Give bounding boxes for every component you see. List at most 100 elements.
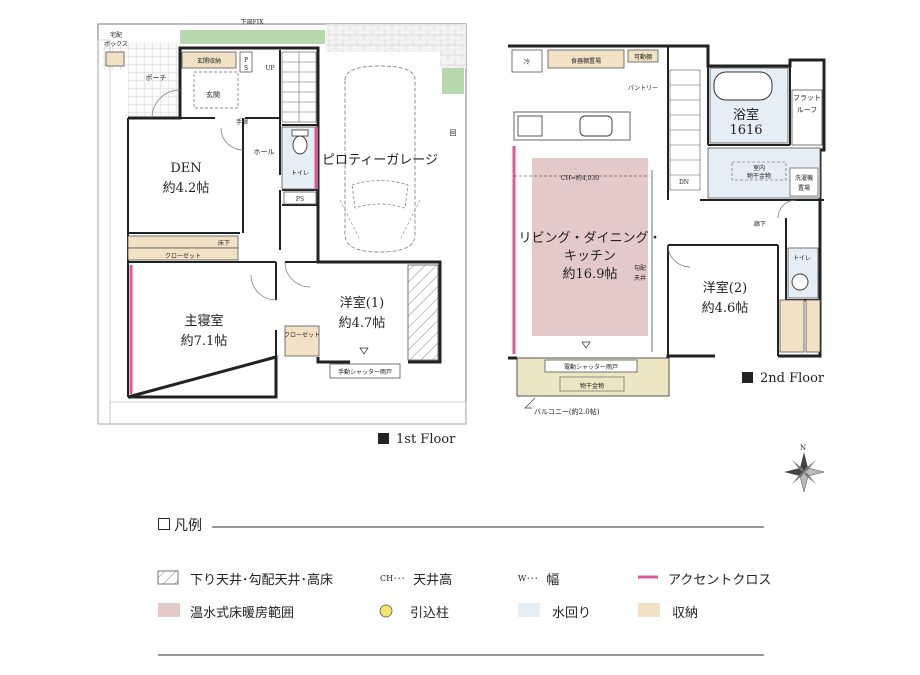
car-outline (344, 65, 416, 253)
floor1-label-marker (378, 433, 389, 444)
floor2-label: 2nd Floor (760, 371, 825, 386)
text-handrail-1f: 手摺 (236, 118, 248, 126)
legend-item-heating: 温水式床暖房範囲 (190, 606, 295, 621)
closet-western2 (779, 299, 805, 353)
legend-item-accent: アクセントクロス (668, 573, 772, 588)
legend-item-storage: 収納 (672, 606, 699, 621)
text-porch: ポーチ (146, 74, 167, 82)
bathtub (713, 71, 773, 101)
door-arc-western1 (284, 261, 311, 288)
legend-title: 凡例 (158, 515, 202, 535)
text-entry: 玄関 (206, 90, 220, 99)
sink (579, 115, 613, 137)
door-arc-2f-b (667, 244, 691, 268)
toilet-bowl-1f (292, 135, 308, 155)
delivery-box (105, 51, 125, 67)
door-arc-den (220, 127, 244, 151)
text-corridor: 廊下 (754, 220, 766, 228)
text-ps2: PS (296, 196, 304, 203)
raised-floor-hatch (407, 264, 439, 361)
washer-space (789, 167, 819, 197)
floor2-walls (667, 46, 824, 356)
window-marker-1f (359, 347, 369, 355)
site-edge-left (97, 39, 111, 425)
text-bath-name: 浴室 (733, 107, 759, 123)
legend-water-swatch (518, 603, 540, 617)
floor-heating-area (532, 158, 648, 336)
movable-shelf-pantry (627, 49, 659, 63)
text-drying: 物干金物 (580, 382, 604, 390)
stairs-2f (669, 69, 701, 191)
text-garage: ピロティーガレージ (322, 153, 438, 168)
legend-item-width: W･･･幅 (518, 573, 560, 588)
text-shutter2: 電動シャッター雨戸 (564, 363, 618, 371)
door-arc-entry (151, 89, 181, 119)
legend-item-hatch: 下り天井･勾配天井･高床 (190, 573, 334, 588)
fridge-space (511, 49, 543, 73)
compass-icon: N (784, 444, 825, 493)
text-western1-size: 約4.7帖 (339, 316, 386, 331)
closet-master (127, 247, 239, 261)
text-slope-2: 天井 (634, 274, 646, 282)
legend-item-water: 水回り (552, 606, 592, 621)
text-den-size: 約4.2帖 (163, 181, 210, 196)
text-ch: CH=約4,030 (561, 174, 599, 182)
drying-bar-2f (559, 376, 625, 392)
text-box-2: ボックス (104, 40, 128, 48)
text-entry-storage: 玄関収納 (197, 57, 221, 65)
text-indoor-drying: 室内 (753, 164, 765, 172)
text-closet-western1: クローゼット (284, 331, 320, 339)
greenery-right (442, 60, 464, 94)
pantry-shelf (547, 49, 625, 69)
floor1-label: 1st Floor (396, 432, 456, 447)
text-post: 回 (450, 129, 457, 137)
legend-item-post: 引込柱 (410, 606, 450, 621)
text-master-name: 主寝室 (184, 313, 223, 329)
legend-storage-swatch (638, 603, 660, 617)
floor1-plan: 下部FIX ポーチ 玄関収納 玄関 UP ホール トイレ PS 手摺 DEN 約… (97, 18, 467, 447)
text-fridge: 冷 (524, 58, 530, 66)
text-closet-master: クローゼット (165, 252, 201, 260)
text-flat-roof-2: ルーフ (797, 106, 818, 114)
ps-box-1 (239, 51, 253, 73)
car-door-line-2 (399, 199, 421, 241)
text-toilet-1f: トイレ (291, 170, 309, 177)
text-pantry-shelf: 食器棚置場 (571, 57, 601, 65)
floor2-label-marker (742, 372, 753, 383)
window-marker-2f (581, 341, 591, 349)
legend-hatch-swatch (157, 570, 179, 585)
door-arc-master (250, 274, 277, 301)
text-top-fix: 下部FIX (241, 18, 265, 26)
balcony-callout (524, 397, 536, 409)
stairs-1f (281, 51, 317, 123)
entry-area (193, 71, 239, 109)
door-arc-2f (777, 199, 797, 219)
toilet-tank-1f (291, 129, 309, 137)
text-ldk-size: 約16.9帖 (563, 267, 618, 282)
floor2-plan: 冷 食器棚置場 可動棚 パントリー 浴室 1616 フラット ルーフ 室内 物干… (508, 44, 826, 416)
text-indoor-drying-2: 物干金物 (747, 172, 771, 180)
text-dn: DN (679, 179, 689, 186)
shutter-box-1f (329, 363, 401, 379)
text-up: UP (265, 65, 274, 72)
text-ps1: P (244, 57, 248, 64)
text-ldk-name1: リビング・ダイニング・ (518, 231, 661, 246)
closet-western1 (284, 325, 320, 357)
text-western2-size: 約4.6帖 (702, 301, 749, 316)
legend-post-circle (379, 604, 393, 618)
porch-tiles (128, 42, 180, 118)
text-ps1b: S (244, 65, 248, 72)
toilet-bowl-2f (791, 273, 809, 291)
text-flat-roof: フラット (793, 94, 821, 102)
text-western2-name: 洋室(2) (703, 280, 747, 296)
text-shutter1: 手動シャッター雨戸 (338, 368, 392, 376)
stove (517, 115, 543, 137)
indoor-drying-rail (731, 161, 787, 181)
text-washer: 洗濯機 (795, 174, 813, 182)
ps-box-2 (283, 191, 317, 205)
text-master-size: 約7.1帖 (181, 334, 228, 349)
text-toilet-2f: トイレ (793, 255, 811, 262)
text-balcony: バルコニー(約2.0帖) (534, 407, 600, 416)
text-pantry: パントリー (628, 85, 658, 92)
